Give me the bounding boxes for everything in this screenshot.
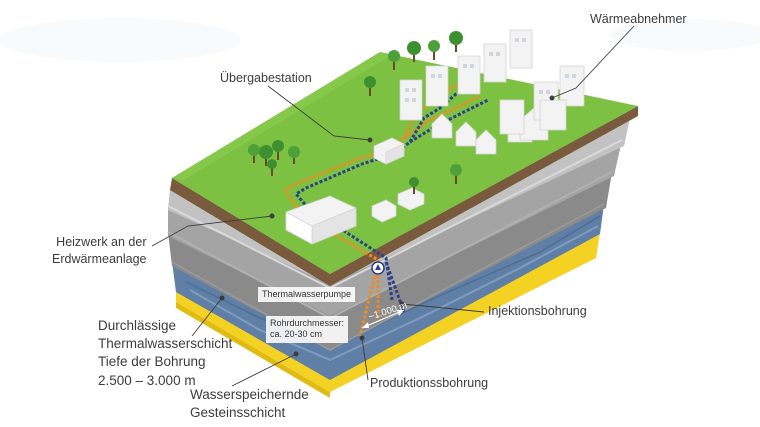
label-heizwerk-line1: Heizwerk an der: [56, 235, 147, 249]
shed: [371, 187, 425, 223]
tree-icon: [364, 76, 376, 96]
tag-rohrdurchmesser: Rohrdurchmesser: ca. 20-30 cm: [266, 316, 349, 343]
leader-lines: [151, 25, 635, 387]
tree-icon: [428, 40, 440, 60]
transfer-station: [373, 137, 405, 165]
hot-pipe-branch: [403, 94, 481, 140]
tree-icon: [388, 50, 400, 70]
label-injektion: Injektionsbohrung: [488, 304, 587, 318]
cold-pipe: [293, 82, 475, 301]
tree-icon: [409, 177, 419, 194]
label-uebergabestation: Übergabestation: [220, 71, 312, 85]
label-wasser-line1: Wasserspeichernde: [190, 387, 309, 402]
label-waermeabnehmer: Wärmeabnehmer: [590, 12, 687, 26]
wells: [358, 261, 406, 337]
distance-marker: [361, 309, 405, 329]
label-heizwerk-line2: Erdwärmeanlage: [52, 251, 147, 266]
tag-rohr-line2: ca. 20-30 cm: [270, 329, 323, 340]
heating-plant: [285, 195, 357, 245]
building-windows: [405, 38, 576, 102]
label-wasser-line2: Gesteinsschicht: [190, 405, 286, 421]
tree-icon: [259, 145, 273, 166]
tag-thermalwasserpumpe: Thermalwasserpumpe: [258, 287, 356, 303]
tree-icon: [267, 159, 277, 176]
trees: [248, 31, 463, 194]
label-wasserspeichernde: Wasserspeichernde Gesteinsschicht: [190, 386, 309, 422]
tree-icon: [450, 164, 462, 184]
label-durchlaessige: Durchlässige Thermalwasserschicht Tiefe …: [98, 317, 232, 390]
pump-icon: [371, 261, 385, 275]
label-durchlaessige-line2: Thermalwasserschicht: [98, 336, 233, 352]
label-durchlaessige-line1: Durchlässige: [98, 318, 177, 333]
cold-pipe-branch: [409, 98, 489, 144]
label-produktion: Produktionssbohrung: [370, 376, 489, 390]
tree-icon: [272, 140, 284, 160]
injection-well: [384, 261, 406, 313]
label-tiefe-line1: Tiefe der Bohrung: [98, 354, 206, 370]
label-tiefe-line2: 2.500 – 3.000 m: [98, 372, 196, 388]
tree-icon: [407, 41, 421, 62]
label-heizwerk: Heizwerk an der Erdwärmeanlage: [52, 234, 147, 268]
tree-icon: [449, 31, 463, 52]
background-clouds: [0, 18, 760, 62]
house-icon: [431, 107, 549, 155]
tree-icon: [248, 144, 260, 163]
earth-block: [167, 52, 638, 398]
tag-rohr-line1: Rohrdurchmesser:: [270, 318, 345, 328]
tree-icon: [288, 146, 300, 164]
production-well: [358, 261, 380, 337]
